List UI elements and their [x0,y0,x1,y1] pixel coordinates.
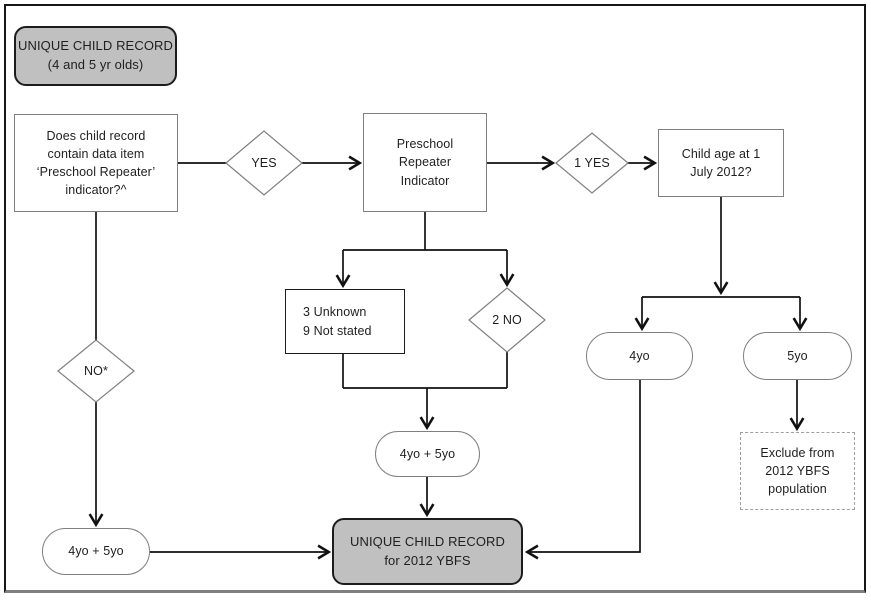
decision-1yes-diamond [555,132,629,194]
start-node: UNIQUE CHILD RECORD (4 and 5 yr olds) [14,26,177,86]
connector-4yo-to-final [524,380,641,560]
decision-2no-label: 2 NO [492,313,522,327]
decision-yes-label: YES [251,156,277,170]
decision-2no-diamond [468,287,546,353]
decision-no-diamond [57,339,135,403]
left-4yo-5yo-node: 4yo + 5yo [42,528,150,575]
child-age-node: Child age at 1 July 2012? [658,129,784,197]
exclude-node: Exclude from 2012 YBFS population [740,432,855,510]
age-4yo-node: 4yo [586,332,693,380]
decision-no-label: NO* [84,364,108,378]
mid-4yo-5yo-node: 4yo + 5yo [375,431,480,477]
repeater-indicator-node: Preschool Repeater Indicator [363,113,487,212]
age-5yo-node: 5yo [743,332,852,380]
question-indicator-node: Does child record contain data item ‘Pre… [14,114,178,212]
final-node: UNIQUE CHILD RECORD for 2012 YBFS [332,518,523,585]
unknown-not-stated-node: 3 Unknown 9 Not stated [285,289,405,354]
diagram-border [4,4,866,593]
decision-1yes-label: 1 YES [574,156,610,170]
decision-yes-diamond [225,130,303,196]
